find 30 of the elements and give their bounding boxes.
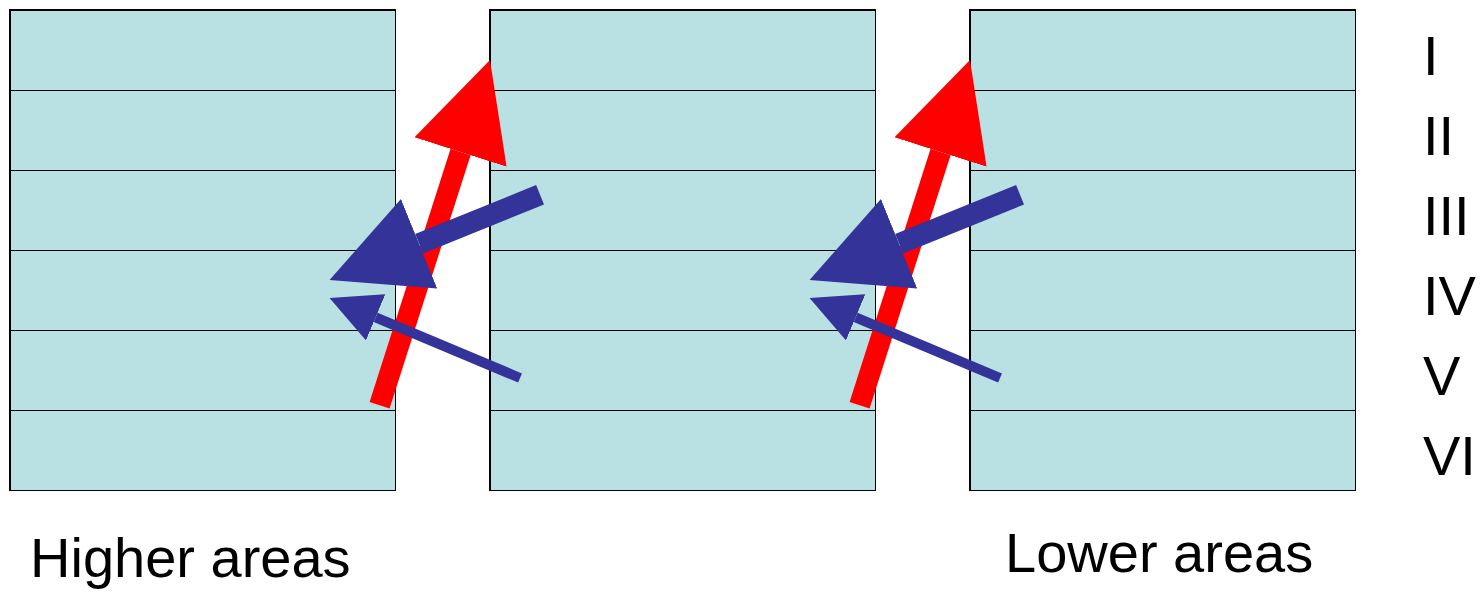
column-box: [490, 10, 875, 490]
layer-box: [970, 170, 1356, 251]
layer-box: [970, 410, 1356, 491]
layer-box: [970, 250, 1356, 331]
layer-box: [970, 90, 1356, 171]
layer-box: [10, 410, 396, 491]
layer-numeral: III: [1423, 188, 1470, 244]
layer-box: [10, 90, 396, 171]
layer-box: [10, 170, 396, 251]
layer-box: [10, 330, 396, 411]
layer-box: [10, 10, 396, 91]
arrow: [809, 185, 1024, 289]
arrow: [329, 185, 544, 289]
layer-box: [490, 90, 876, 171]
layer-box: [490, 170, 876, 251]
layer-numeral: II: [1423, 108, 1455, 164]
arrow: [809, 294, 1002, 383]
column-box: [10, 10, 395, 490]
layer-box: [490, 330, 876, 411]
layer-numeral: IV: [1423, 268, 1476, 324]
layer-numeral: I: [1423, 28, 1439, 84]
layer-numeral: VI: [1423, 428, 1476, 484]
area-label: Lower areas: [1005, 525, 1314, 581]
layer-box: [970, 330, 1356, 411]
layer-box: [970, 10, 1356, 91]
arrow: [329, 294, 522, 383]
layer-box: [490, 410, 876, 491]
layer-box: [490, 10, 876, 91]
column-box: [970, 10, 1355, 490]
layer-numeral: V: [1423, 348, 1461, 404]
